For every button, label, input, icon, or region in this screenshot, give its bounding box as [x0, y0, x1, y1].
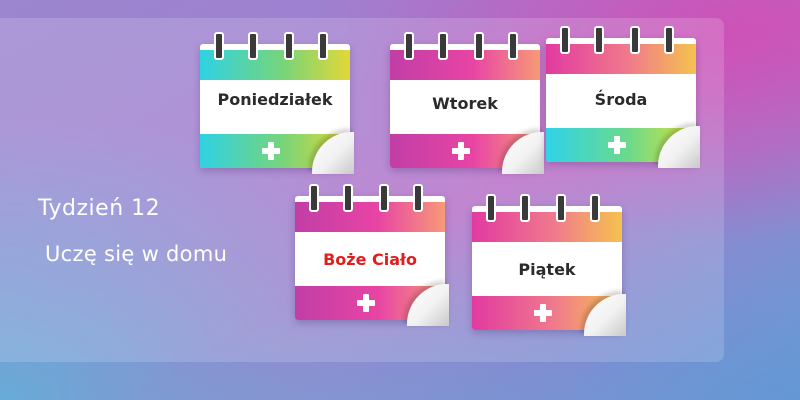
- day-label-wednesday: Środa: [594, 90, 648, 109]
- week-title: Tydzień 12: [38, 196, 161, 221]
- calendar-ring-icon: [508, 32, 518, 60]
- calendar-ring-icon: [556, 194, 566, 222]
- day-label-thursday: Boże Ciało: [323, 250, 417, 269]
- calendar-ring-icon: [248, 32, 258, 60]
- day-card-monday[interactable]: Poniedziałek: [200, 32, 354, 174]
- calendar-ring-icon: [284, 32, 294, 60]
- plus-icon[interactable]: [606, 134, 628, 156]
- day-card-thursday[interactable]: Boże Ciało: [295, 184, 449, 326]
- week-subtitle: Uczę się w domu: [45, 242, 228, 266]
- calendar-ring-icon: [474, 32, 484, 60]
- day-label-friday: Piątek: [518, 260, 576, 279]
- calendar-ring-icon: [343, 184, 353, 212]
- day-label-tuesday: Wtorek: [432, 94, 498, 113]
- calendar-ring-icon: [630, 26, 640, 54]
- day-card-friday[interactable]: Piątek: [472, 194, 626, 336]
- calendar-ring-icon: [486, 194, 496, 222]
- calendar-ring-icon: [404, 32, 414, 60]
- calendar-ring-icon: [438, 32, 448, 60]
- plus-icon[interactable]: [532, 302, 554, 324]
- calendar-ring-icon: [379, 184, 389, 212]
- day-card-tuesday[interactable]: Wtorek: [390, 32, 544, 174]
- calendar-ring-icon: [318, 32, 328, 60]
- calendar-ring-icon: [590, 194, 600, 222]
- day-card-wednesday[interactable]: Środa: [546, 26, 700, 168]
- calendar-ring-icon: [413, 184, 423, 212]
- calendar-ring-icon: [309, 184, 319, 212]
- calendar-ring-icon: [520, 194, 530, 222]
- calendar-ring-icon: [214, 32, 224, 60]
- calendar-ring-icon: [560, 26, 570, 54]
- plus-icon[interactable]: [355, 292, 377, 314]
- day-label-monday: Poniedziałek: [217, 90, 333, 109]
- calendar-ring-icon: [664, 26, 674, 54]
- plus-icon[interactable]: [260, 140, 282, 162]
- calendar-ring-icon: [594, 26, 604, 54]
- plus-icon[interactable]: [450, 140, 472, 162]
